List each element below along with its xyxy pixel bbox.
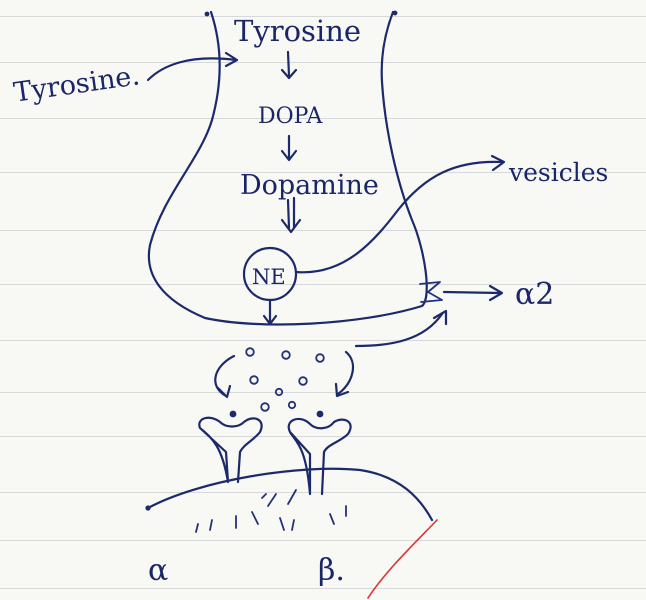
ne-molecule	[299, 377, 307, 385]
ne-molecule	[276, 389, 282, 395]
label-beta: β.	[318, 553, 345, 588]
label-tyrosine-outside: Tyrosine.	[12, 60, 142, 108]
ne-molecule	[289, 402, 295, 408]
alpha2-arrow	[444, 286, 502, 300]
ink-dot	[393, 11, 398, 16]
vesicles-arrowhead	[492, 156, 504, 170]
ne-molecule	[316, 354, 324, 362]
postsynaptic-membrane	[148, 469, 432, 520]
label-alpha2: α2	[515, 277, 554, 312]
receptor-right	[289, 419, 351, 494]
membrane-ticks	[196, 490, 346, 532]
arrow-tyrosine-to-dopa	[282, 52, 296, 78]
ne-molecule	[317, 411, 324, 418]
ne-molecule	[261, 403, 269, 411]
tyrosine-uptake-arrow	[148, 58, 236, 80]
label-alpha: α	[148, 553, 168, 588]
ne-molecule	[250, 376, 258, 384]
label-ne: NE	[252, 265, 286, 289]
ink-dot	[205, 12, 210, 17]
ne-release-arrow	[264, 300, 276, 324]
arrow-dopa-to-dopamine	[282, 136, 296, 160]
receptor-left	[199, 418, 261, 482]
synaptic-cleft-molecules	[230, 348, 324, 417]
ink-dot	[145, 505, 150, 510]
label-tyrosine-inside: Tyrosine	[234, 14, 361, 48]
label-vesicles: vesicles	[508, 158, 608, 187]
ne-molecule	[246, 348, 254, 356]
diffusion-arrow-left	[215, 356, 234, 397]
label-dopamine: Dopamine	[240, 170, 379, 201]
arrow-dopamine-to-ne	[282, 198, 300, 232]
label-dopa: DOPA	[258, 104, 323, 129]
diffusion-arrow-right	[336, 352, 353, 396]
ne-molecule	[230, 411, 237, 418]
red-pen-stroke	[368, 520, 437, 598]
ne-molecule	[282, 351, 290, 359]
alpha2-receptor-notch	[420, 282, 442, 302]
